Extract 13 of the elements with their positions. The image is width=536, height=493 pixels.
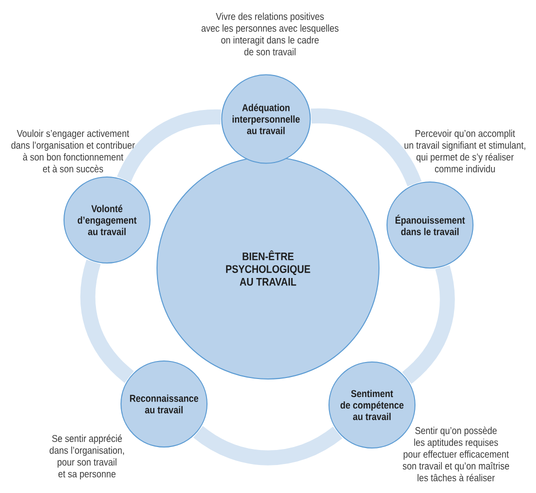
ring-arc — [117, 109, 221, 183]
description-text: Vouloir s’engager activement dans l’organisation et contribuer à son bon fonctionnement et à son succès — [11, 130, 135, 172]
circle-node: Volonté d’engagement au travail — [64, 176, 150, 264]
ring-arc — [402, 265, 455, 384]
description-text: Percevoir qu’on accomplit un travail signifiant et stimulant, qui permet de s’y réaliser comme individu — [404, 130, 526, 172]
circle-node: Épanouissement dans le travail — [386, 182, 474, 268]
ring-arc — [80, 260, 134, 383]
description-text: Vivre des relations positives avec les personnes avec lesquelles on interagit dans le cadre de son travail — [202, 12, 338, 56]
ring-arc — [311, 108, 422, 187]
ring-arc — [194, 426, 342, 466]
circle-node: Reconnaissance au travail — [120, 360, 208, 448]
circle-node: Adéquation interpersonnelle au travail — [221, 74, 311, 164]
circle-node: Sentiment de compétence au travail — [328, 362, 416, 448]
